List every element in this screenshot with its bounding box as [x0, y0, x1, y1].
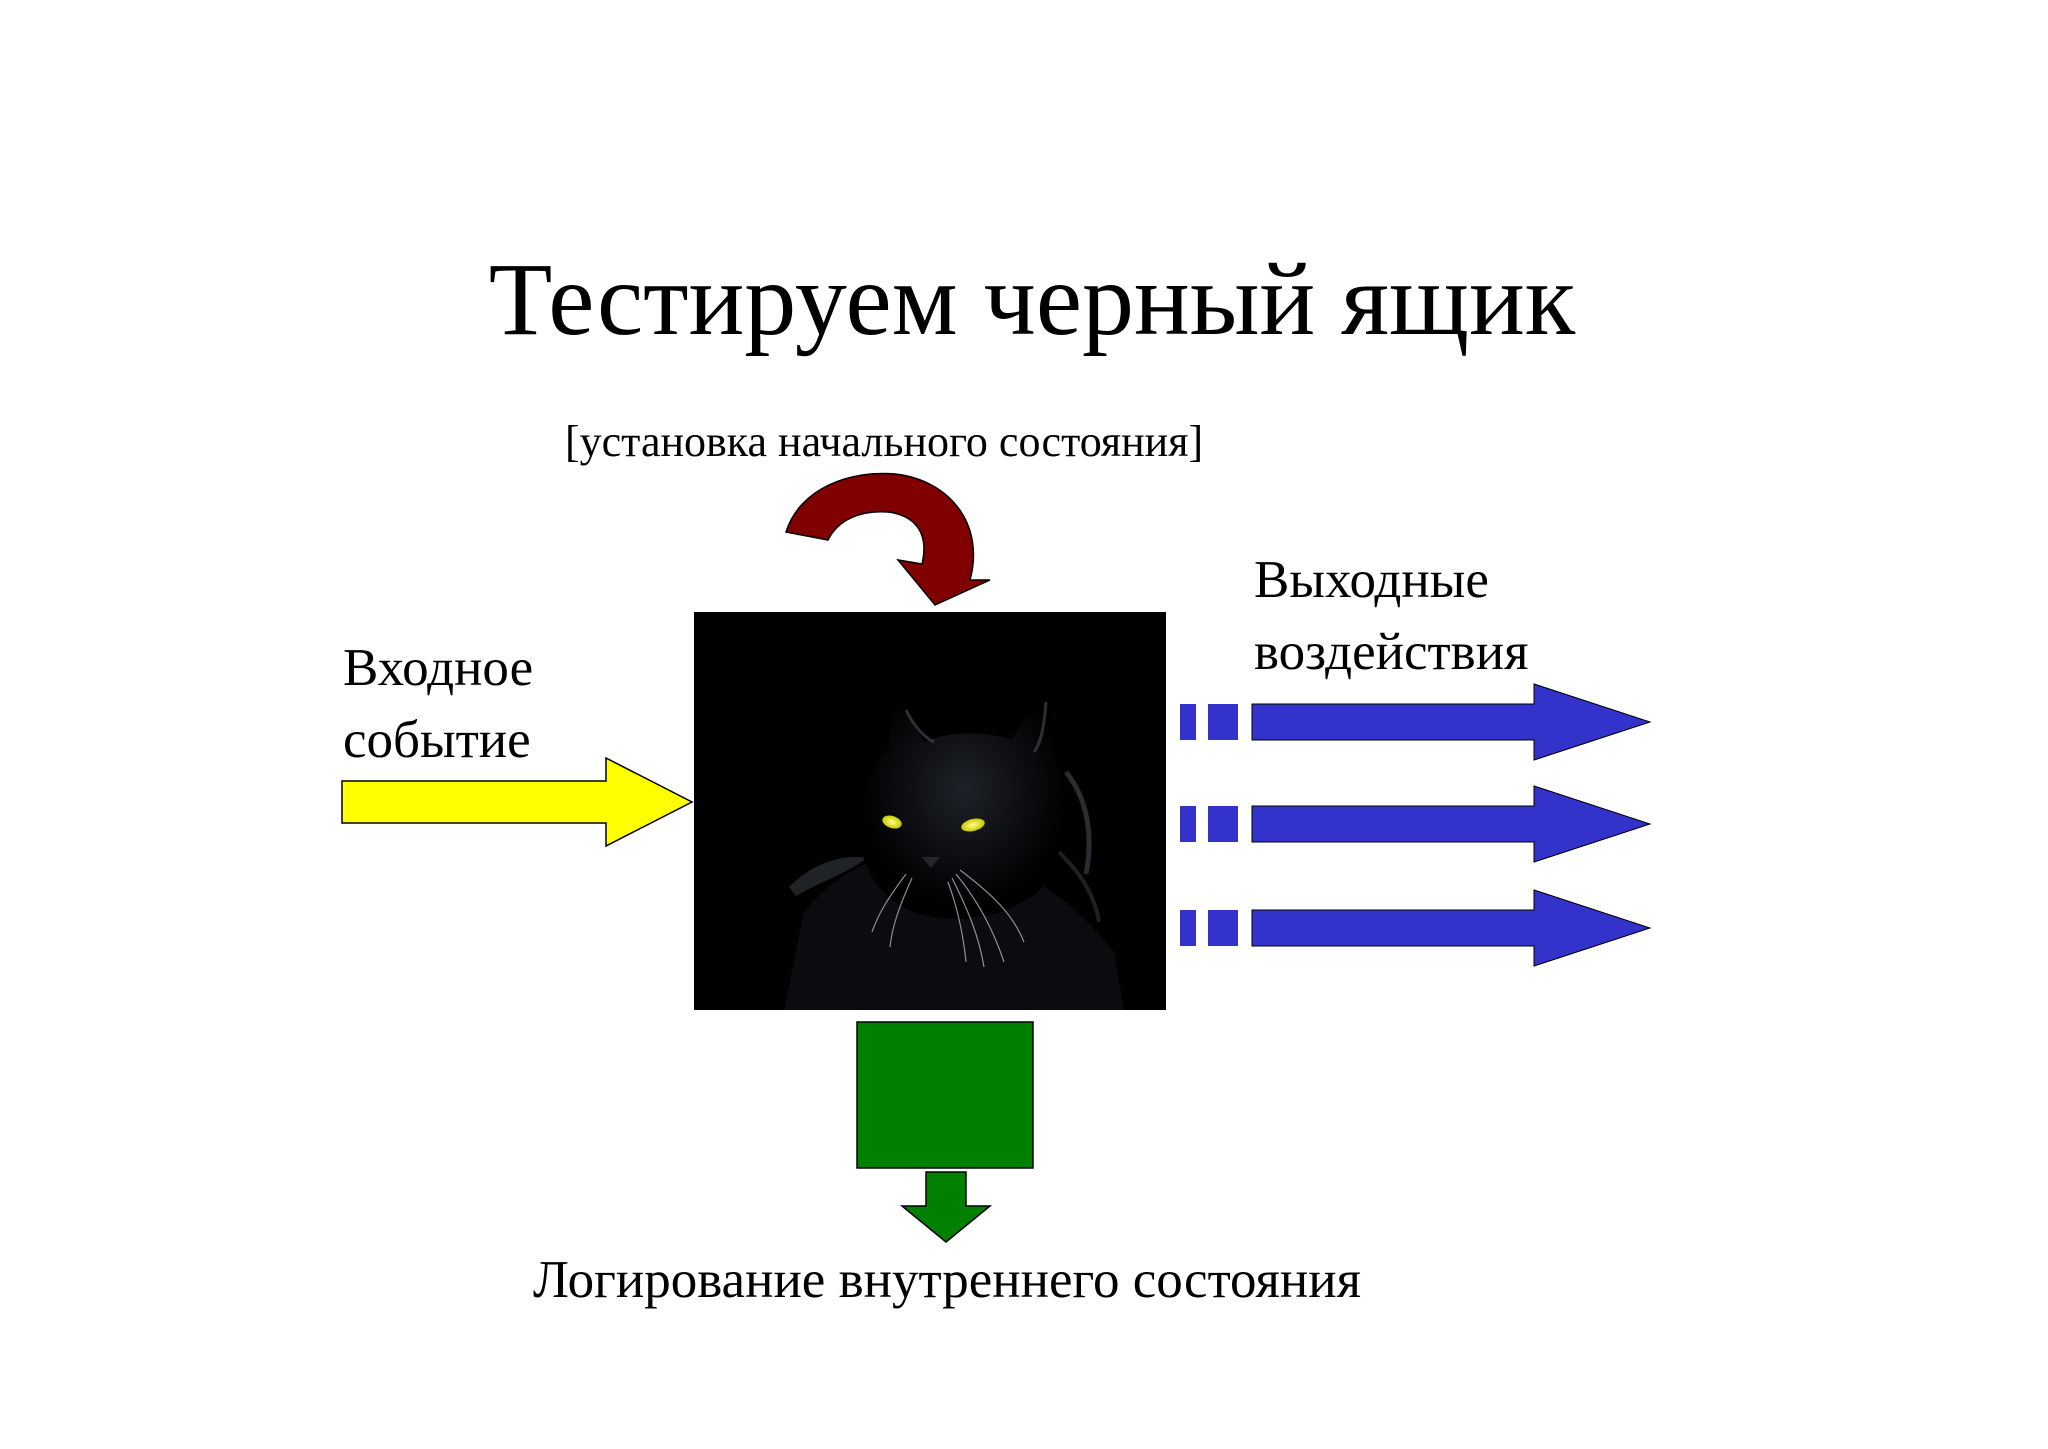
- input-event-label-line1: Входное: [343, 639, 534, 697]
- cat-paw: [789, 857, 866, 896]
- input-event-label: Входное событие: [343, 632, 663, 776]
- logging-label: Логирование внутреннего состояния: [533, 1251, 1362, 1309]
- output-arrow-3: [1180, 889, 1652, 967]
- cat-right-eye: [961, 818, 985, 832]
- init-state-arrow: [785, 472, 991, 606]
- cat-whiskers: [871, 869, 1025, 968]
- output-arrow-1: [1180, 683, 1652, 761]
- output-effects-label-line2: воздействия: [1254, 623, 1529, 681]
- init-state-label: [установка начального состояния]: [565, 417, 1204, 466]
- logging-arrow: [856, 1021, 1034, 1243]
- output-arrow-2: [1180, 785, 1652, 863]
- output-effects-label-line1: Выходные: [1254, 551, 1489, 609]
- output-effects-label: Выходные воздействия: [1254, 544, 1654, 688]
- slide-title: Тестируем черный ящик: [488, 242, 1576, 357]
- input-event-label-line2: событие: [343, 711, 531, 769]
- black-box: [694, 612, 1166, 1010]
- cat-left-eye: [882, 815, 902, 829]
- cat-head: [860, 684, 1069, 920]
- input-arrow: [341, 756, 694, 848]
- black-cat-image: [694, 612, 1166, 1010]
